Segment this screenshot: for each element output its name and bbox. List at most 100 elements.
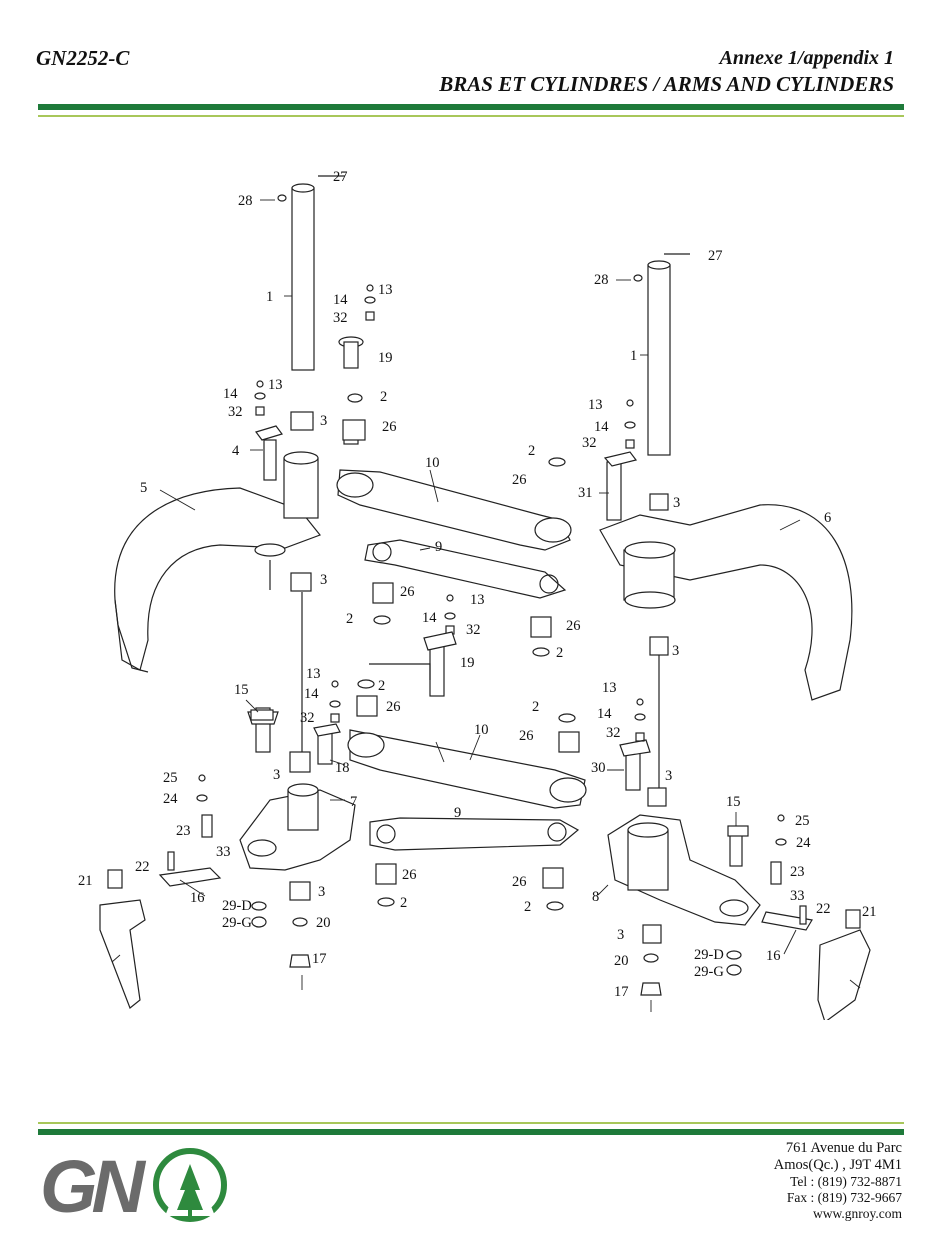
callout-28: 28 — [238, 193, 253, 209]
callout-9-b: 9 — [454, 805, 461, 821]
callout-22: 24 — [163, 791, 178, 807]
callout-2-f: 2 — [532, 699, 539, 715]
callout-3-c: 3 — [320, 572, 327, 588]
callout-17: 21 — [78, 873, 93, 889]
callout-13-f: 13 — [602, 680, 617, 696]
callout-26-e: 26 — [386, 699, 401, 715]
callout-13-b: 13 — [268, 377, 283, 393]
hardware-parts — [196, 284, 787, 846]
callout-13-c: 13 — [470, 592, 485, 608]
callout-32-e: 32 — [300, 710, 315, 726]
callout-26-g: 26 — [402, 867, 417, 883]
callout-2-e: 2 — [378, 678, 385, 694]
callout-15-b: 17 — [614, 984, 629, 1000]
exploded-parts-diagram: 27 28 1 13 14 32 19 2 26 3 13 14 32 4 5 … — [78, 169, 877, 1020]
callout-5: 5 — [140, 480, 147, 496]
callout-2-b: 2 — [346, 611, 353, 627]
callout-2-g: 2 — [400, 895, 407, 911]
callout-1-b: 1 — [630, 348, 637, 364]
callout-7: 7 — [350, 794, 357, 810]
callout-20: 22 — [135, 859, 150, 875]
lower-link — [369, 817, 580, 911]
footer-rule-thin — [38, 1122, 904, 1124]
title-block: Annexe 1/appendix 1 BRAS ET CYLINDRES / … — [439, 46, 894, 97]
callout-11-b: 15 — [726, 794, 741, 810]
callout-31: 31 — [578, 485, 593, 501]
callout-27-b: 27 — [708, 248, 723, 264]
callout-26: 26 — [382, 419, 397, 435]
callout-14-c: 14 — [422, 610, 437, 626]
callout-24: 29-D — [222, 898, 252, 914]
callout-24-b: 29-D — [694, 947, 724, 963]
fax-number: Fax : (819) 732-9667 — [786, 1190, 902, 1205]
phone-number: Tel : (819) 732-8871 — [790, 1174, 902, 1189]
callout-3-i: 3 — [617, 927, 624, 943]
callout-13-d: 13 — [588, 397, 603, 413]
callout-14-b: 14 — [223, 386, 238, 402]
callout-26-f: 26 — [519, 728, 534, 744]
callout-33-b: 33 — [790, 888, 805, 904]
left-lower-arm-assembly — [99, 707, 356, 1009]
callout-25-b: 29-G — [694, 964, 724, 980]
callout-10: 10 — [425, 455, 440, 471]
callout-27: 27 — [333, 169, 348, 185]
website-link[interactable]: www.gnroy.com — [813, 1206, 902, 1221]
callout-19: 19 — [378, 350, 393, 366]
upper-cylinder — [336, 336, 572, 551]
callout-3-f: 3 — [273, 767, 280, 783]
callout-28-b: 28 — [594, 272, 609, 288]
callout-32-d: 32 — [582, 435, 597, 451]
callout-33: 33 — [216, 844, 231, 860]
callout-32-c: 32 — [466, 622, 481, 638]
callout-labels: 27 28 1 13 14 32 19 2 26 3 13 14 32 4 5 … — [78, 169, 877, 1000]
callout-8: 8 — [592, 889, 599, 905]
logo-text: GN — [40, 1145, 147, 1228]
callout-1: 1 — [266, 289, 273, 305]
right-upper-arm-assembly — [599, 253, 853, 795]
lower-cylinder — [347, 679, 587, 809]
callout-16: 20 — [316, 915, 331, 931]
callout-22-b: 24 — [796, 835, 811, 851]
callout-3-e: 3 — [672, 643, 679, 659]
callout-3-d: 3 — [673, 495, 680, 511]
callout-18: 18 — [335, 760, 350, 776]
callout-12-b: 16 — [766, 948, 781, 964]
callout-2: 2 — [380, 389, 387, 405]
address-line-2: Amos(Qc.) , J9T 4M1 — [773, 1157, 902, 1173]
callout-6: 6 — [824, 510, 831, 526]
callout-23-b: 25 — [795, 813, 810, 829]
header-rule-thick — [38, 104, 904, 110]
callout-10-b: 10 — [474, 722, 489, 738]
callout-15: 17 — [312, 951, 327, 967]
callout-3-g: 3 — [665, 768, 672, 784]
company-address: 761 Avenue du Parc Amos(Qc.) , J9T 4M1 T… — [774, 1140, 902, 1222]
callout-26-h: 26 — [512, 874, 527, 890]
right-lower-arm-assembly — [607, 739, 871, 1020]
callout-26-c: 26 — [512, 472, 527, 488]
annex-label: Annexe 1/appendix 1 — [719, 47, 894, 69]
callout-2-d: 2 — [556, 645, 563, 661]
callout-26-d: 26 — [566, 618, 581, 634]
callout-2-c: 2 — [528, 443, 535, 459]
address-line-1: 761 Avenue du Parc — [785, 1140, 902, 1156]
callout-19-b: 19 — [460, 655, 475, 671]
callout-13: 13 — [378, 282, 393, 298]
left-upper-arm-assembly — [114, 175, 345, 760]
callout-32-b: 32 — [228, 404, 243, 420]
document-code: GN2252-C — [36, 46, 130, 70]
callout-17-b: 21 — [862, 904, 877, 920]
callout-25: 29-G — [222, 915, 252, 931]
leader-lines — [111, 199, 861, 1012]
callout-21: 23 — [176, 823, 191, 839]
callout-3-h: 3 — [318, 884, 325, 900]
callout-12: 16 — [190, 890, 205, 906]
callout-32: 32 — [333, 310, 348, 326]
callout-32-f: 32 — [606, 725, 621, 741]
callout-4: 4 — [232, 443, 240, 459]
callout-26-b: 26 — [400, 584, 415, 600]
callout-30: 30 — [591, 760, 606, 776]
callout-14-f: 14 — [597, 706, 612, 722]
callout-20-b: 22 — [816, 901, 831, 917]
company-logo: GN — [40, 1145, 227, 1228]
callout-2-h: 2 — [524, 899, 531, 915]
